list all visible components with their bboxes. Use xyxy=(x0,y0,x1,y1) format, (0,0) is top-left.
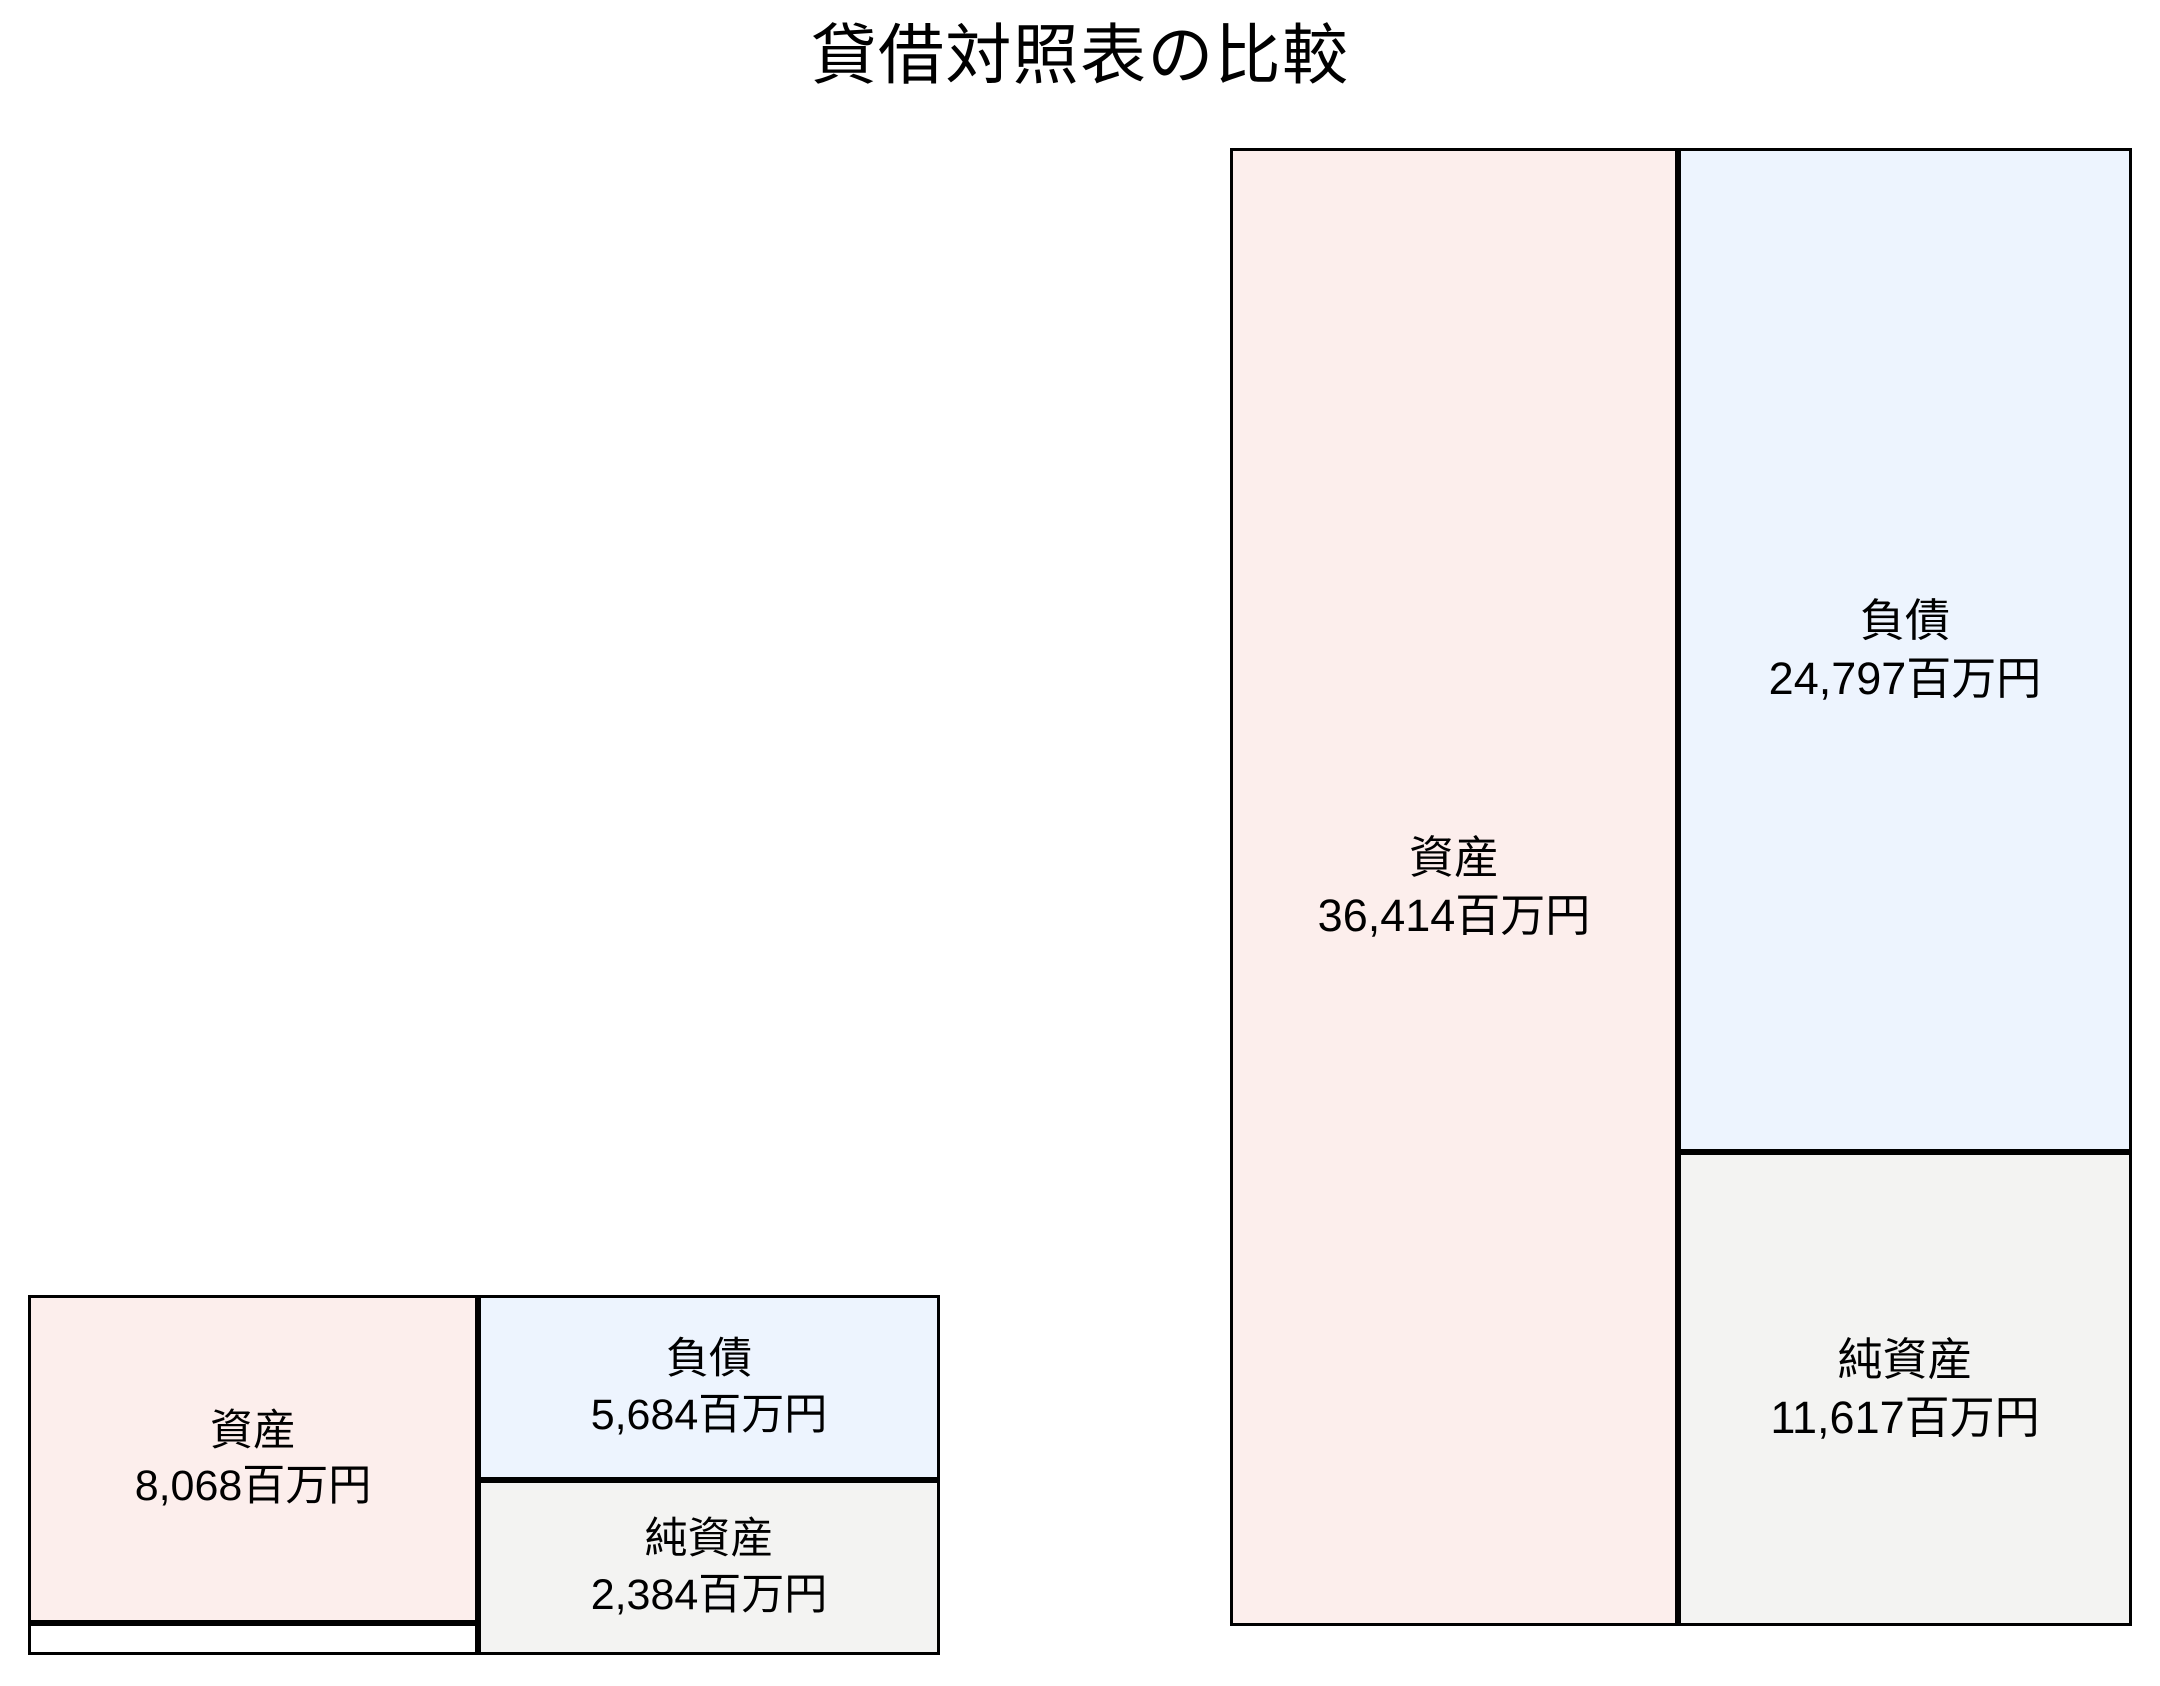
assets-name-large: 資産 xyxy=(1408,832,1499,884)
equity-label-small: 純資産 2,384百万円 xyxy=(591,1512,828,1622)
equity-name-small: 純資産 xyxy=(644,1515,774,1564)
assets-name-small: 資産 xyxy=(209,1406,296,1455)
assets-segment-large: 資産 36,414百万円 xyxy=(1230,148,1678,1626)
liabilities-name-large: 負債 xyxy=(1859,595,1950,647)
liabilities-label-large: 負債 24,797百万円 xyxy=(1769,592,2042,707)
assets-value-small: 8,068百万円 xyxy=(134,1462,372,1510)
equity-value-large: 11,617百万円 xyxy=(1770,1392,2040,1443)
page-title: 貸借対照表の比較 xyxy=(810,18,1350,92)
equity-name-large: 純資産 xyxy=(1837,1334,1973,1386)
balance-sheet-panel-large: 資産 36,414百万円 負債 24,797百万円 純資産 11,617百万円 xyxy=(1230,148,2132,1626)
assets-label-small: 資産 8,068百万円 xyxy=(135,1404,372,1514)
assets-segment-small: 資産 8,068百万円 xyxy=(28,1295,478,1623)
equity-segment-large: 純資産 11,617百万円 xyxy=(1678,1152,2132,1626)
liabilities-value-large: 24,797百万円 xyxy=(1768,653,2042,704)
liabilities-label-small: 負債 5,684百万円 xyxy=(591,1332,828,1442)
equity-label-large: 純資産 11,617百万円 xyxy=(1770,1331,2039,1446)
assets-label-large: 資産 36,414百万円 xyxy=(1318,829,1591,944)
assets-value-large: 36,414百万円 xyxy=(1317,890,1591,941)
liabilities-name-small: 負債 xyxy=(665,1335,752,1384)
liabilities-value-small: 5,684百万円 xyxy=(590,1390,828,1439)
equity-value-small: 2,384百万円 xyxy=(590,1570,828,1619)
balance-sheet-panel-small: 資産 8,068百万円 負債 5,684百万円 純資産 2,384百万円 xyxy=(28,1295,940,1655)
assets-baseline-spacer-small xyxy=(28,1623,478,1655)
equity-segment-small: 純資産 2,384百万円 xyxy=(478,1480,940,1655)
liabilities-segment-small: 負債 5,684百万円 xyxy=(478,1295,940,1480)
liabilities-segment-large: 負債 24,797百万円 xyxy=(1678,148,2132,1152)
